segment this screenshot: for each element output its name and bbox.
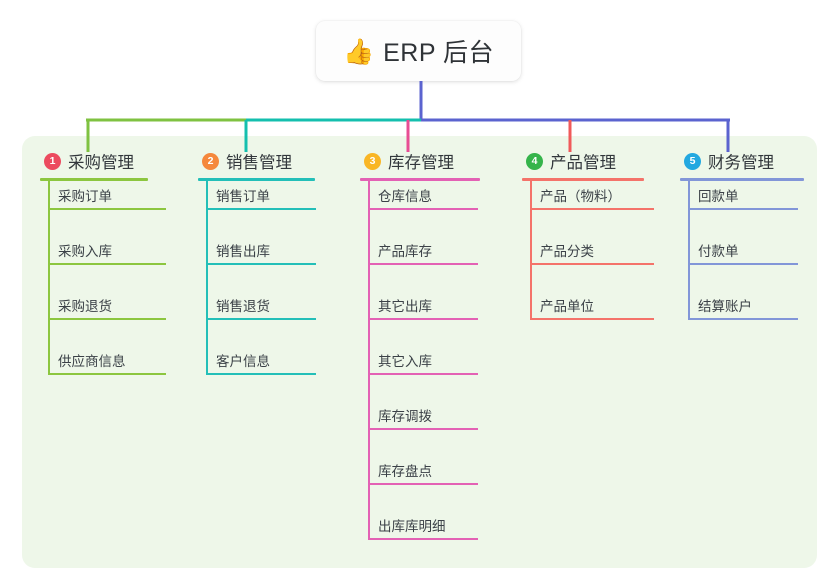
branch-header-1[interactable]: 1 采购管理 bbox=[38, 148, 134, 174]
branch-title: 产品管理 bbox=[550, 154, 616, 172]
branch-underline bbox=[198, 178, 315, 181]
leaf-item[interactable]: 采购入库 bbox=[38, 239, 170, 265]
leaf-item-underline bbox=[368, 318, 478, 320]
leaf-item-underline bbox=[688, 208, 798, 210]
leaf-item[interactable]: 采购退货 bbox=[38, 294, 170, 320]
leaf-item-label: 回款单 bbox=[698, 189, 739, 204]
branch-number-badge: 4 bbox=[526, 152, 543, 170]
branch-header-2[interactable]: 2 销售管理 bbox=[196, 148, 292, 174]
branch-header-3[interactable]: 3 库存管理 bbox=[358, 148, 454, 174]
leaf-item[interactable]: 出库库明细 bbox=[358, 514, 482, 540]
leaf-item-underline bbox=[530, 318, 654, 320]
leaf-item-label: 采购退货 bbox=[58, 299, 112, 314]
leaf-item-label: 产品库存 bbox=[378, 244, 432, 259]
leaf-item-underline bbox=[530, 208, 654, 210]
leaf-item-underline bbox=[368, 208, 478, 210]
leaf-item-underline bbox=[206, 318, 316, 320]
leaf-item[interactable]: 回款单 bbox=[678, 184, 802, 210]
leaf-item-label: 销售退货 bbox=[216, 299, 270, 314]
leaf-item-label: 结算账户 bbox=[698, 299, 752, 314]
leaf-item-underline bbox=[368, 538, 478, 540]
leaf-item[interactable]: 付款单 bbox=[678, 239, 802, 265]
branch-underline bbox=[680, 178, 804, 181]
leaf-item-underline bbox=[688, 263, 798, 265]
leaf-item-label: 供应商信息 bbox=[58, 354, 126, 369]
leaf-item-underline bbox=[206, 208, 316, 210]
leaf-item-underline bbox=[368, 483, 478, 485]
root-node[interactable]: 👍 ERP 后台 bbox=[316, 21, 521, 81]
leaf-item-underline bbox=[48, 318, 166, 320]
leaf-item-underline bbox=[48, 263, 166, 265]
leaf-item[interactable]: 产品分类 bbox=[520, 239, 658, 265]
leaf-item-underline bbox=[688, 318, 798, 320]
leaf-item-label: 销售出库 bbox=[216, 244, 270, 259]
branch-column-2: 2 销售管理销售订单销售出库销售退货客户信息 bbox=[196, 148, 316, 375]
leaf-item-label: 产品（物料） bbox=[540, 189, 621, 204]
branch-number-badge: 5 bbox=[684, 152, 701, 170]
branch-spine bbox=[48, 181, 50, 375]
branch-underline bbox=[360, 178, 480, 181]
leaf-item-label: 销售订单 bbox=[216, 189, 270, 204]
branch-header-4[interactable]: 4 产品管理 bbox=[520, 148, 616, 174]
branch-header-5[interactable]: 5 财务管理 bbox=[678, 148, 774, 174]
leaf-item[interactable]: 销售出库 bbox=[196, 239, 320, 265]
branch-number-badge: 2 bbox=[202, 152, 219, 170]
branch-title: 采购管理 bbox=[68, 154, 134, 172]
leaf-item-underline bbox=[530, 263, 654, 265]
branch-number-badge: 1 bbox=[44, 152, 61, 170]
branch-column-4: 4 产品管理产品（物料） 产品分类产品单位 bbox=[520, 148, 654, 320]
thumbs-up-icon: 👍 bbox=[342, 36, 375, 66]
leaf-item-label: 其它出库 bbox=[378, 299, 432, 314]
branch-column-3: 3 库存管理仓库信息产品库存其它出库其它入库库存调拨库存盘点出库库明细 bbox=[358, 148, 480, 540]
leaf-item-underline bbox=[206, 373, 316, 375]
leaf-item-label: 采购入库 bbox=[58, 244, 112, 259]
leaf-item[interactable]: 库存调拨 bbox=[358, 404, 482, 430]
leaf-item-label: 付款单 bbox=[698, 244, 739, 259]
leaf-item[interactable]: 产品库存 bbox=[358, 239, 482, 265]
branch-spine bbox=[368, 181, 370, 540]
branch-spine bbox=[206, 181, 208, 375]
leaf-item[interactable]: 供应商信息 bbox=[38, 349, 170, 375]
leaf-item-label: 产品单位 bbox=[540, 299, 594, 314]
leaf-item[interactable]: 结算账户 bbox=[678, 294, 802, 320]
leaf-item-underline bbox=[368, 428, 478, 430]
leaf-item[interactable]: 客户信息 bbox=[196, 349, 320, 375]
branch-spine bbox=[530, 181, 532, 320]
leaf-item-underline bbox=[48, 373, 166, 375]
leaf-item[interactable]: 产品单位 bbox=[520, 294, 658, 320]
leaf-item[interactable]: 销售退货 bbox=[196, 294, 320, 320]
leaf-item-label: 其它入库 bbox=[378, 354, 432, 369]
leaf-item[interactable]: 产品（物料） bbox=[520, 184, 658, 210]
branch-underline bbox=[522, 178, 644, 181]
leaf-item[interactable]: 其它入库 bbox=[358, 349, 482, 375]
branch-column-1: 1 采购管理采购订单采购入库采购退货供应商信息 bbox=[38, 148, 166, 375]
leaf-item-label: 库存盘点 bbox=[378, 464, 432, 479]
root-node-label: ERP 后台 bbox=[383, 39, 495, 67]
branch-title: 库存管理 bbox=[388, 154, 454, 172]
leaf-item-label: 产品分类 bbox=[540, 244, 594, 259]
leaf-item-label: 库存调拨 bbox=[378, 409, 432, 424]
leaf-item-underline bbox=[368, 263, 478, 265]
leaf-item[interactable]: 采购订单 bbox=[38, 184, 170, 210]
leaf-item-label: 采购订单 bbox=[58, 189, 112, 204]
branch-title: 财务管理 bbox=[708, 154, 774, 172]
branch-spine bbox=[688, 181, 690, 320]
leaf-item-underline bbox=[48, 208, 166, 210]
leaf-item-label: 客户信息 bbox=[216, 354, 270, 369]
diagram-panel bbox=[22, 136, 817, 568]
leaf-item[interactable]: 销售订单 bbox=[196, 184, 320, 210]
branch-underline bbox=[40, 178, 148, 181]
leaf-item[interactable]: 库存盘点 bbox=[358, 459, 482, 485]
leaf-item-label: 出库库明细 bbox=[378, 519, 446, 534]
leaf-item-label: 仓库信息 bbox=[378, 189, 432, 204]
branch-title: 销售管理 bbox=[226, 154, 292, 172]
leaf-item-underline bbox=[206, 263, 316, 265]
leaf-item-underline bbox=[368, 373, 478, 375]
branch-number-badge: 3 bbox=[364, 152, 381, 170]
leaf-item[interactable]: 其它出库 bbox=[358, 294, 482, 320]
leaf-item[interactable]: 仓库信息 bbox=[358, 184, 482, 210]
branch-column-5: 5 财务管理回款单付款单结算账户 bbox=[678, 148, 804, 320]
